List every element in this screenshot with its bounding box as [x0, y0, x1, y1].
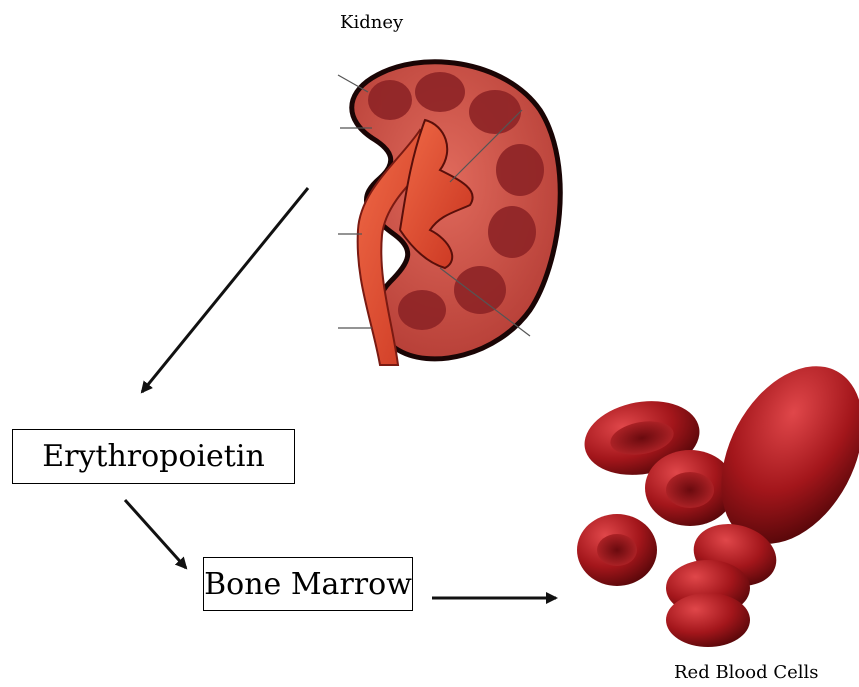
red-blood-cells-illustration	[577, 342, 859, 647]
kidney-illustration	[338, 62, 560, 365]
arrow-kidney-to-erythropoietin	[142, 188, 308, 392]
bone-marrow-box: Bone Marrow	[203, 557, 413, 611]
arrow-erythropoietin-to-bone-marrow	[125, 500, 186, 568]
erythropoietin-box: Erythropoietin	[12, 429, 295, 484]
red-blood-cells-label: Red Blood Cells	[674, 662, 819, 683]
